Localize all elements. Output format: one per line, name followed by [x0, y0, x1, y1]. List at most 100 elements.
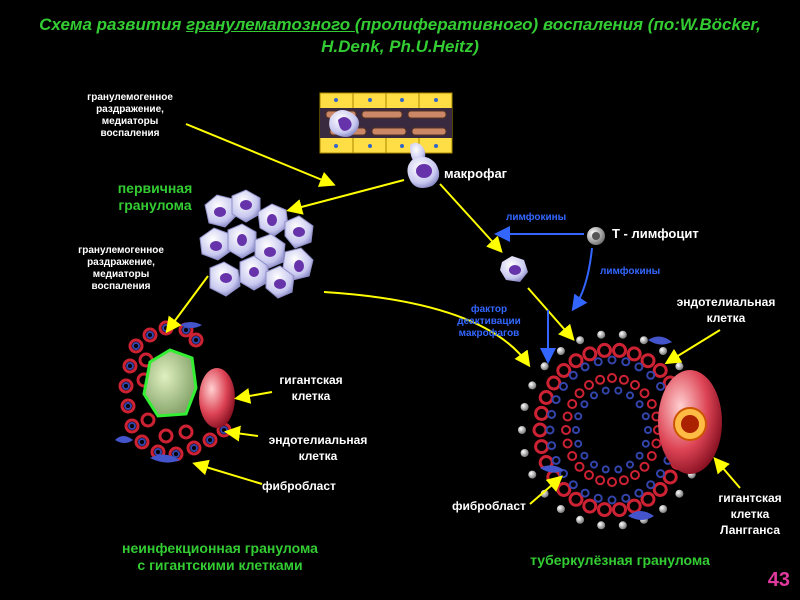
- granuloma-cell: [556, 505, 565, 513]
- granuloma-cell: [641, 412, 650, 421]
- granuloma-cell: [546, 469, 562, 485]
- granuloma-cell: [601, 465, 610, 474]
- lymphokines-bottom-label: лимфокины: [600, 266, 661, 277]
- granuloma-cell: [635, 400, 644, 409]
- granuloma-cell: [639, 388, 650, 399]
- yellow-arrows: [165, 123, 741, 505]
- granuloma-cell: [621, 357, 631, 367]
- granuloma-cell: [639, 336, 648, 345]
- granuloma-cell: [546, 375, 562, 391]
- granuloma-cell: [568, 480, 578, 490]
- granuloma-cell: [574, 412, 583, 421]
- granuloma-cell: [652, 482, 668, 497]
- granuloma-cell: [641, 439, 650, 448]
- granuloma-cell: [618, 475, 629, 486]
- granuloma-cell: [614, 465, 623, 474]
- granuloma-cell: [580, 400, 589, 409]
- arrow-macrophage-to-activated: [439, 183, 503, 253]
- granuloma-cell: [607, 495, 617, 505]
- granuloma-cell: [597, 342, 612, 358]
- granuloma-cell: [675, 489, 684, 498]
- granuloma-cell: [528, 381, 537, 390]
- granuloma-cell: [593, 357, 603, 367]
- title-line2: H.Denk, Ph.U.Heitz): [321, 37, 479, 56]
- title-rest: (пролиферативного) воспаления (по:W.Böck…: [354, 15, 761, 34]
- arrow-fibroblast-right: [529, 475, 564, 505]
- granuloma-cell: [551, 455, 561, 465]
- granuloma-cell: [572, 426, 580, 434]
- macrophage-label: макрофаг: [444, 166, 508, 181]
- granuloma-cell: [574, 388, 585, 399]
- arrow-endothelial-left: [224, 425, 259, 442]
- granuloma-cell: [640, 353, 656, 369]
- granuloma-cell: [607, 477, 617, 487]
- lymphokines-top-label: лимфокины: [506, 212, 567, 223]
- granuloma-cell: [646, 451, 657, 461]
- arrow-stimulus-to-vessel: [185, 123, 336, 187]
- granuloma-cell: [547, 441, 557, 451]
- granuloma-cell: [534, 439, 550, 455]
- granuloma-cell: [580, 362, 590, 372]
- granuloma-cell: [559, 381, 568, 391]
- granuloma-cell: [646, 370, 656, 380]
- t-lymphocyte-label: Т - лимфоцит: [612, 226, 699, 241]
- granuloma-cell: [662, 469, 678, 485]
- granuloma-cell: [595, 374, 606, 385]
- granuloma-cell: [656, 469, 665, 479]
- granuloma-cell: [630, 380, 640, 390]
- arrow-activated-to-tuberculous: [527, 287, 575, 342]
- blue-arrows: [494, 226, 593, 364]
- granuloma-cell: [607, 355, 617, 365]
- granuloma-cell: [634, 362, 644, 372]
- granuloma-cell: [601, 386, 610, 395]
- arrow-granuloma-to-noninfectious: [165, 275, 209, 334]
- granuloma-cell: [590, 460, 598, 469]
- fibroblast-left-label: фибробласт: [262, 479, 336, 493]
- granuloma-cell: [639, 461, 650, 472]
- title-prefix: Схема развития: [39, 15, 187, 34]
- granuloma-cell: [562, 438, 573, 449]
- arrow-fibroblast-left: [192, 459, 263, 485]
- granuloma-cell: [614, 386, 623, 395]
- granuloma-cell: [635, 451, 644, 460]
- granuloma-cell: [597, 521, 606, 530]
- granuloma-cell: [545, 425, 555, 435]
- granuloma-cell: [618, 374, 629, 385]
- granuloma-cell: [556, 347, 565, 355]
- granuloma-cell: [595, 475, 606, 486]
- granuloma-cell: [621, 493, 631, 503]
- granuloma-cell: [576, 515, 585, 524]
- granuloma-cell: [640, 491, 656, 507]
- granuloma-cell: [567, 451, 578, 461]
- granuloma-cell: [584, 470, 594, 480]
- granuloma-cell: [582, 346, 598, 362]
- granuloma-cell: [656, 381, 665, 391]
- title-link[interactable]: гранулематозного: [186, 15, 355, 34]
- granuloma-cell: [612, 342, 627, 358]
- blood-vessel: [319, 92, 453, 154]
- granuloma-cell: [618, 521, 627, 530]
- granuloma-cell: [593, 493, 603, 503]
- granuloma-cell: [580, 488, 590, 498]
- granuloma-cell: [561, 425, 571, 435]
- granuloma-cell: [644, 426, 652, 434]
- granuloma-cell: [574, 439, 583, 448]
- granuloma-cell: [675, 362, 684, 371]
- arrow-endothelial-right: [664, 329, 721, 365]
- granuloma-cell: [518, 426, 526, 434]
- granuloma-cell: [580, 451, 589, 460]
- granuloma-cell: [556, 363, 572, 378]
- granuloma-cell: [659, 505, 668, 513]
- granuloma-cell: [562, 411, 573, 422]
- granuloma-cell: [618, 330, 627, 339]
- granuloma-cell: [568, 353, 584, 369]
- granuloma-cell: [582, 498, 598, 514]
- granuloma-cell: [520, 449, 529, 457]
